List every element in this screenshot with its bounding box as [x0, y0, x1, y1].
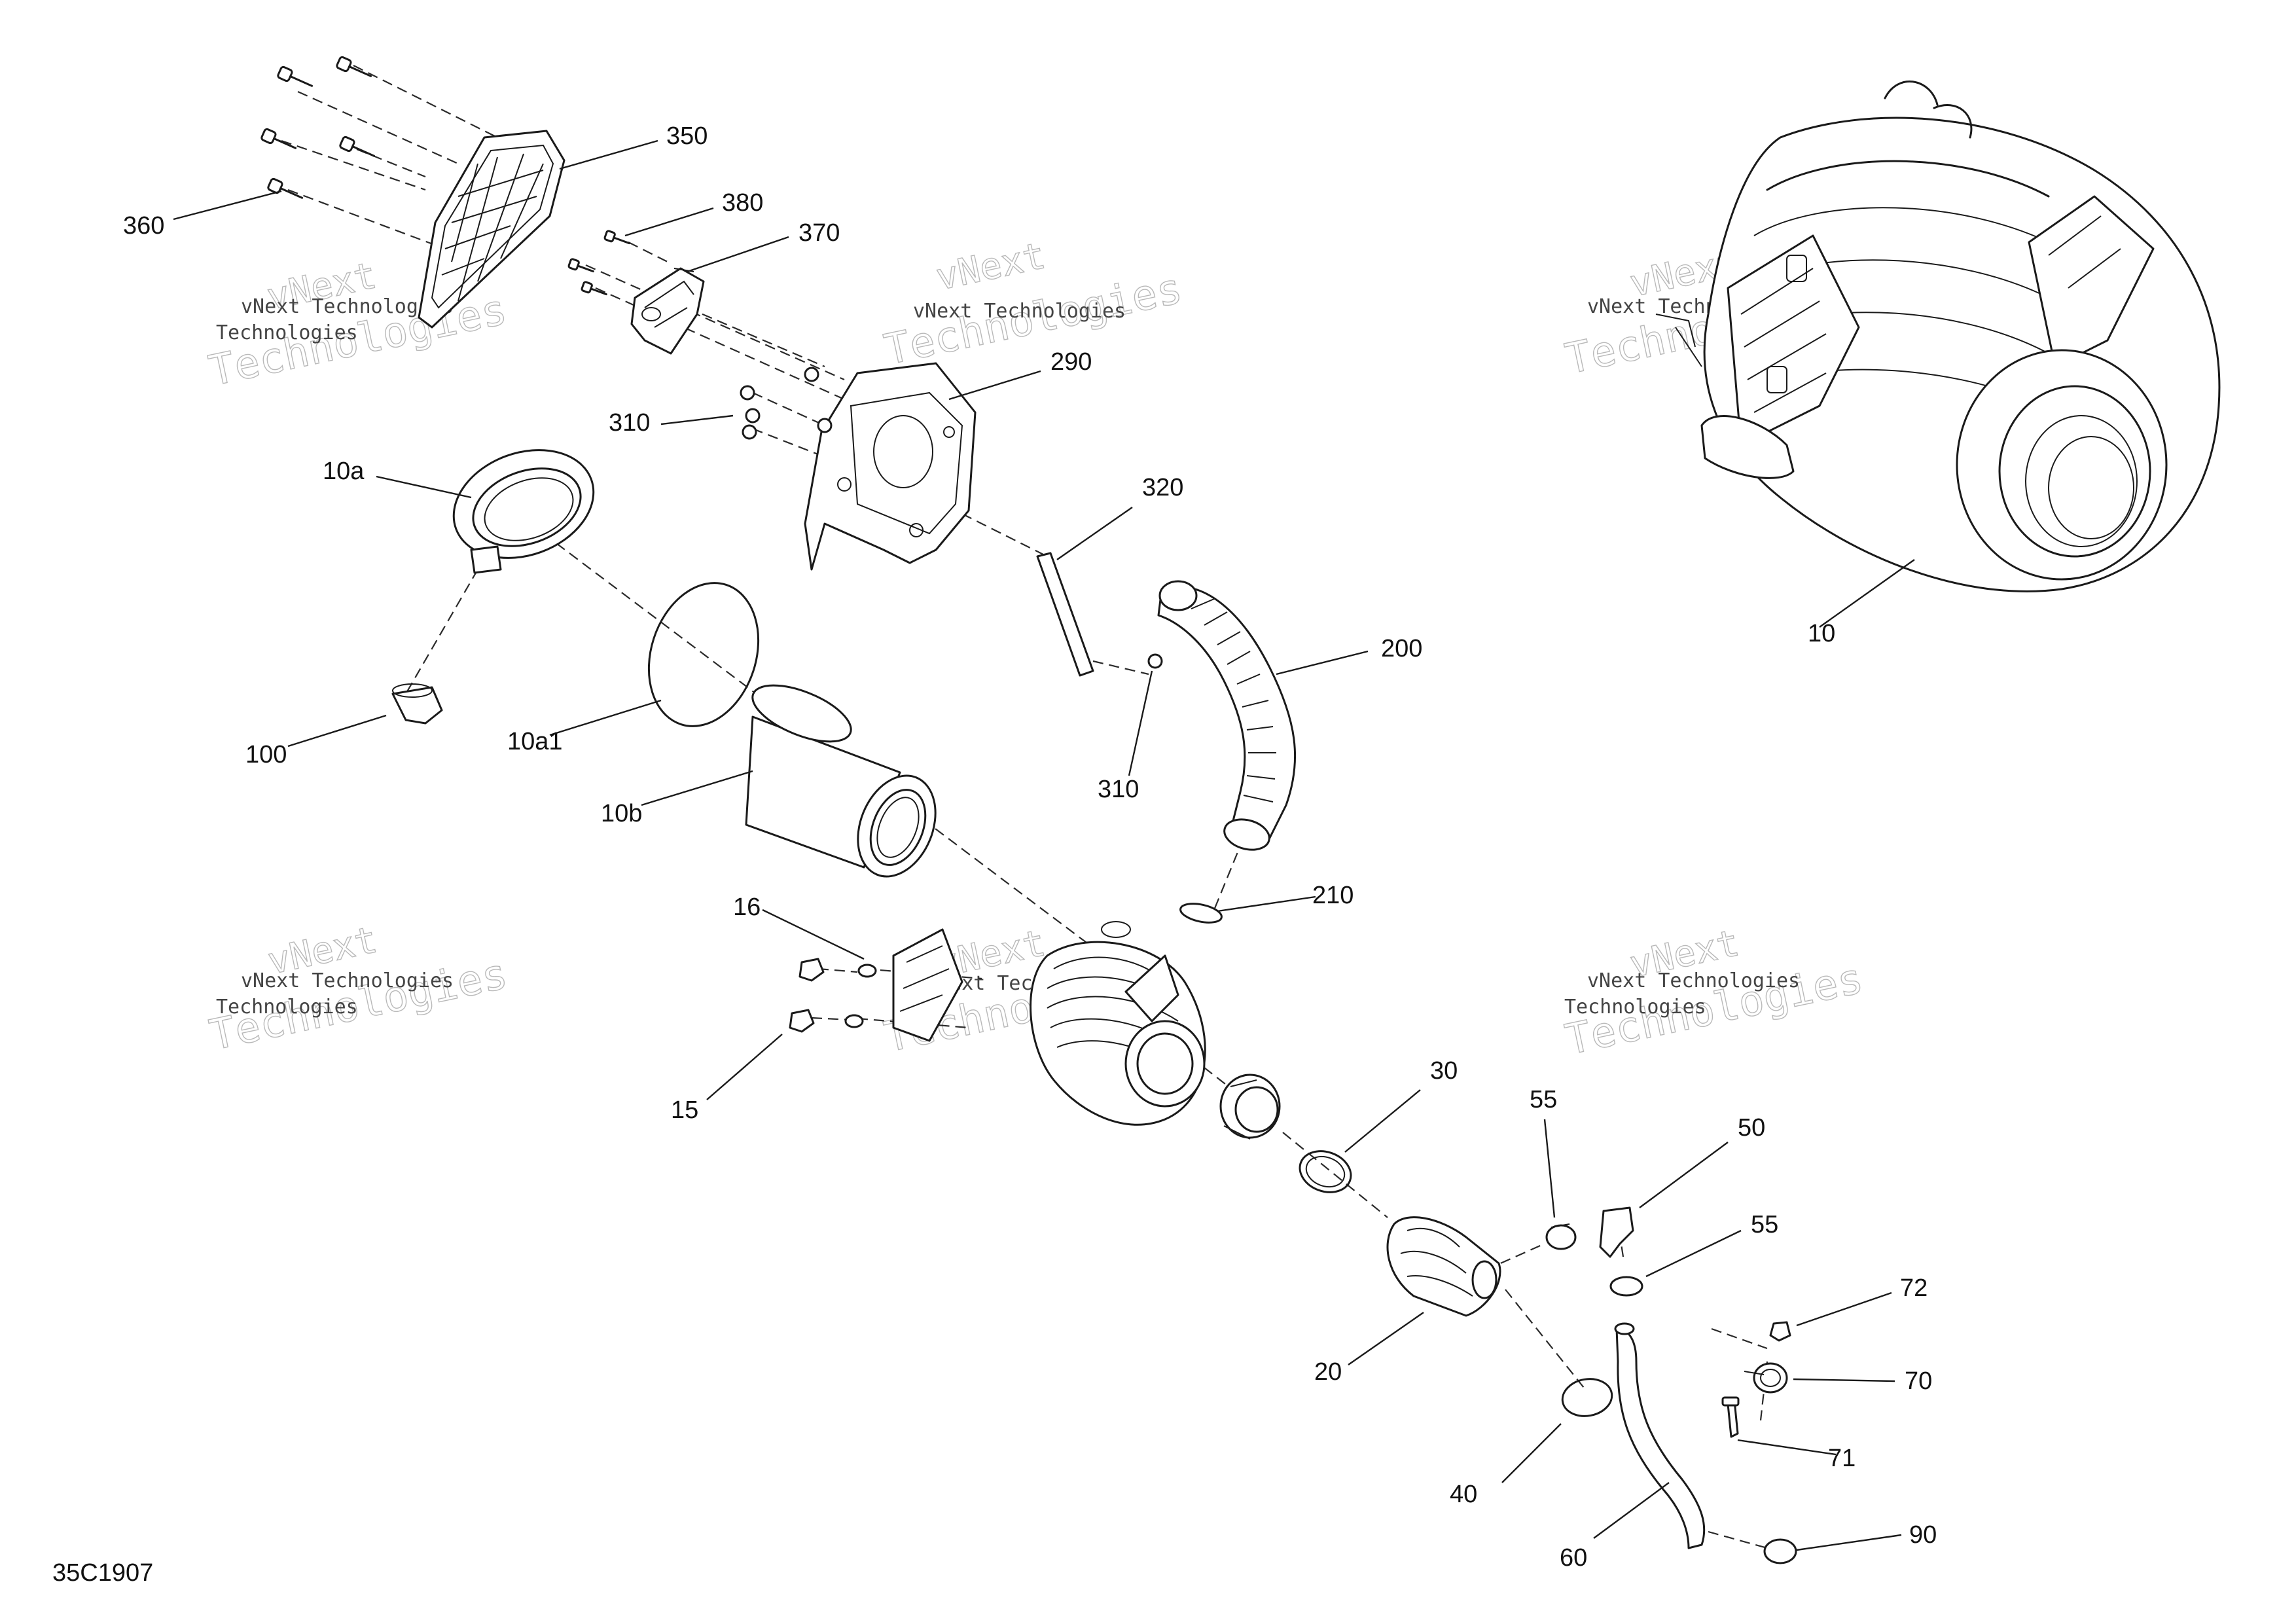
grille-cover-350 — [418, 130, 565, 329]
callout-290: 290 — [1050, 348, 1092, 376]
callout-70: 70 — [1905, 1367, 1932, 1395]
callout-10b: 10b — [601, 800, 642, 827]
strap-320 — [1036, 552, 1094, 677]
callout-200: 200 — [1381, 635, 1422, 662]
callout-10a1: 10a1 — [507, 728, 563, 755]
watermark-top-mid: vNext Technologies — [880, 234, 1187, 375]
bolts-15-16 — [789, 958, 877, 1033]
callout-72: 72 — [1900, 1274, 1928, 1302]
clamp-40 — [1561, 1378, 1613, 1417]
screws-380 — [567, 230, 630, 296]
callout-310-upper: 310 — [609, 409, 650, 437]
watermark-small-2: Technologies — [1564, 996, 1706, 1019]
filter-element-10b — [745, 684, 937, 878]
watermark-small-2: Technologies — [216, 321, 358, 344]
watermark-small-2: Technologies — [216, 996, 358, 1019]
watermark-small: vNext Technologies — [241, 295, 454, 318]
callout-90: 90 — [1909, 1521, 1937, 1549]
callout-20: 20 — [1314, 1358, 1342, 1386]
callout-50: 50 — [1738, 1114, 1765, 1142]
callout-210: 210 — [1312, 882, 1354, 909]
watermark-small: vNext Technologies — [1587, 969, 1800, 992]
leader-lines — [173, 139, 1915, 1551]
callout-60: 60 — [1560, 1544, 1587, 1572]
callout-30: 30 — [1430, 1057, 1458, 1085]
callout-320: 320 — [1142, 474, 1183, 501]
callout-16: 16 — [733, 893, 761, 921]
intake-boot-20 — [1386, 1216, 1501, 1317]
parts-70-71-72 — [1721, 1321, 1791, 1438]
callout-100: 100 — [245, 741, 287, 768]
mounting-plate-290 — [804, 362, 977, 571]
bracket-370 — [630, 267, 705, 355]
airbox-assembly-10 — [1655, 81, 2221, 592]
callout-310-lower: 310 — [1098, 776, 1139, 803]
clamp-90 — [1763, 1538, 1797, 1564]
watermark-small: vNext Technologies — [241, 969, 454, 992]
callout-40: 40 — [1450, 1481, 1477, 1508]
ring-10a — [452, 449, 595, 574]
ring-210 — [1179, 903, 1223, 924]
air-box-housing — [892, 921, 1206, 1126]
watermark-small: vNext Technologies — [913, 300, 1126, 323]
nuts-310-upper — [740, 367, 833, 440]
watermark-line1: vNext — [932, 234, 1049, 299]
o-ring-10a1 — [647, 582, 760, 727]
watermark-group: vNext Technologies vNext Technologies Te… — [204, 234, 1867, 1065]
callout-380: 380 — [722, 189, 763, 217]
intake-tube-200 — [1157, 580, 1297, 851]
callout-10: 10 — [1808, 620, 1835, 647]
fittings-50-55 — [1545, 1206, 1643, 1297]
callout-15: 15 — [671, 1096, 698, 1124]
assembly-lines — [281, 65, 1768, 1549]
nut-310-lower — [1147, 653, 1163, 669]
coupler-30 — [1219, 1074, 1352, 1193]
hose-60 — [1614, 1322, 1706, 1549]
callout-10a: 10a — [323, 458, 365, 485]
callouts: 350 360 380 370 290 310 320 10a 10 200 1… — [123, 122, 1937, 1572]
valve-cap-100 — [391, 683, 443, 725]
screw-group-360 — [260, 56, 376, 199]
callout-350: 350 — [666, 122, 708, 150]
callout-55-upper: 55 — [1530, 1086, 1557, 1113]
callout-360: 360 — [123, 212, 164, 240]
callout-55-lower: 55 — [1751, 1211, 1778, 1238]
callout-370: 370 — [798, 219, 840, 247]
callout-71: 71 — [1828, 1445, 1856, 1472]
diagram-reference-code: 35C1907 — [52, 1559, 153, 1587]
